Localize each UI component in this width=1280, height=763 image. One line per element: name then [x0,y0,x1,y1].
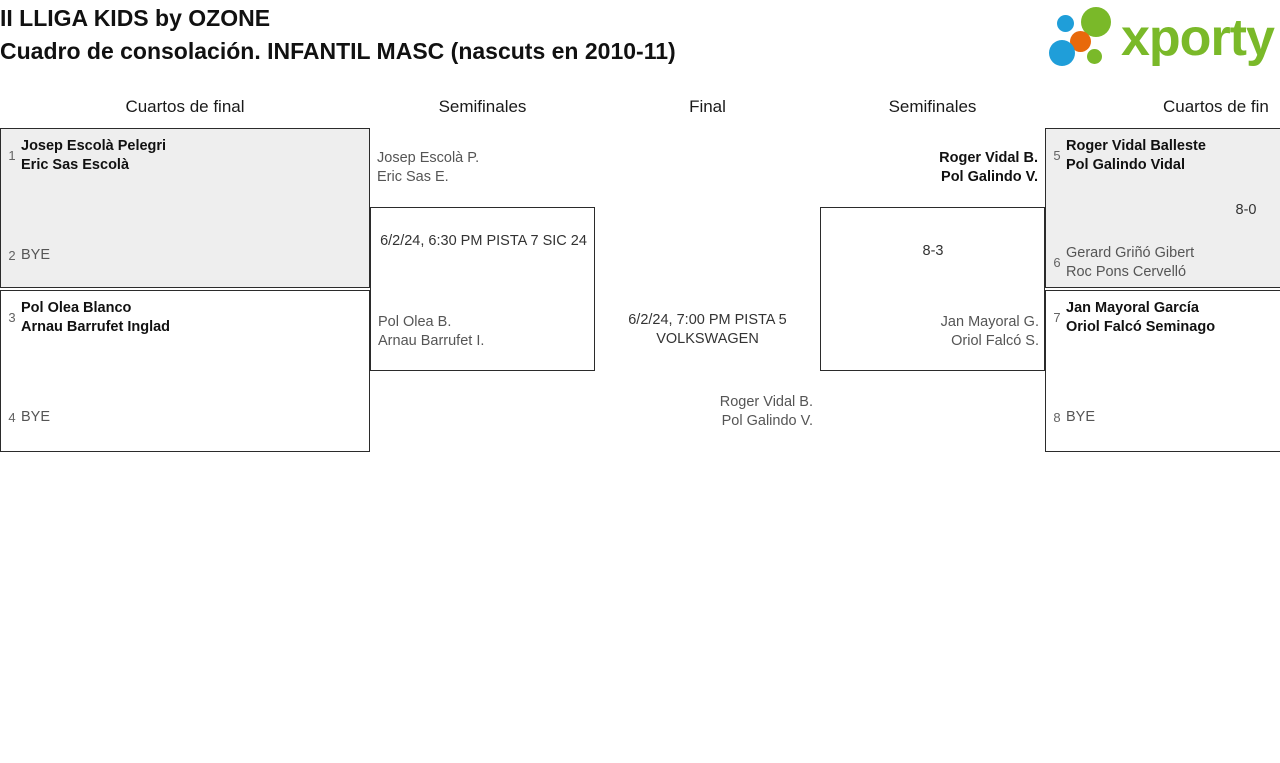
team-row-top[interactable]: 5 Roger Vidal Balleste Pol Galindo Vidal [1048,137,1206,175]
team-names: Josep Escolà Pelegri Eric Sas Escolà [21,138,167,173]
logo-wordmark: xporty [1121,9,1275,67]
seed-number: 4 [8,410,16,425]
team-row-bottom[interactable]: 4 BYE [3,408,50,427]
seed-number: 8 [1053,410,1061,425]
match-score-right-semifinal: 8-3 [922,243,944,259]
match-meta-final: 6/2/24, 7:00 PM PISTA 5 VOLKSWAGEN [628,312,787,347]
logo-dot-blue-medium [1057,15,1074,32]
logo-dot-green-small [1087,49,1102,64]
team-names: Pol Olea B. Arnau Barrufet I. [378,314,485,349]
seed-number: 2 [8,248,16,263]
match-box-left-semifinal[interactable]: 6/2/24, 6:30 PM PISTA 7 SIC 24 Pol Olea … [370,207,595,371]
team-names: Jan Mayoral García Oriol Falcó Seminago [1066,300,1216,335]
team-names: Josep Escolà P. Eric Sas E. [377,150,480,185]
round-header-right-semifinals: Semifinales [888,97,977,116]
match-score-right-qf-1: 8-0 [1235,202,1257,218]
logo-dot-blue-large [1049,40,1075,66]
team-row-top[interactable]: 1 Josep Escolà Pelegri Eric Sas Escolà [3,137,166,175]
team-names: Roger Vidal B. Pol Galindo V. [719,394,813,429]
match-label-left-sf-top: Josep Escolà P. Eric Sas E. [370,148,595,206]
round-header-left-semifinals: Semifinales [438,97,527,116]
team-names: BYE [1066,409,1096,425]
team-row-bottom[interactable]: 2 BYE [3,246,50,265]
team-row-bottom[interactable]: Jan Mayoral G. Oriol Falcó S. [821,313,1039,351]
team-row-final-winner[interactable]: Roger Vidal B. Pol Galindo V. [595,393,813,431]
seed-number: 6 [1053,255,1061,270]
page-header: II LLIGA KIDS by OZONE Cuadro de consola… [0,0,1280,78]
team-names: Pol Olea Blanco Arnau Barrufet Inglad [21,300,171,335]
round-header-right-quarterfinals: Cuartos de fin [1163,97,1269,116]
seed-number: 3 [8,310,16,325]
match-meta-left-semifinal: 6/2/24, 6:30 PM PISTA 7 SIC 24 [380,233,587,249]
seed-number: 7 [1053,310,1061,325]
team-names: Roger Vidal B. Pol Galindo V. [939,150,1038,185]
tournament-name: II LLIGA KIDS by OZONE [0,5,271,31]
logo-dots-icon [1045,5,1117,69]
team-row-bottom[interactable]: 8 BYE [1048,408,1095,427]
team-row-top[interactable]: 7 Jan Mayoral García Oriol Falcó Seminag… [1048,299,1215,337]
match-label-right-sf-top: Roger Vidal B. Pol Galindo V. [820,148,1045,206]
match-box-right-qf-2[interactable]: 7 Jan Mayoral García Oriol Falcó Seminag… [1045,290,1280,452]
match-box-right-qf-1[interactable]: 5 Roger Vidal Balleste Pol Galindo Vidal… [1045,128,1280,288]
team-row-top[interactable]: Josep Escolà P. Eric Sas E. [377,149,479,187]
bracket-subtitle: Cuadro de consolación. INFANTIL MASC (na… [0,38,676,64]
round-header-left-quarterfinals: Cuartos de final [125,97,245,116]
team-row-top[interactable]: Roger Vidal B. Pol Galindo V. [820,149,1038,187]
match-box-left-qf-1[interactable]: 1 Josep Escolà Pelegri Eric Sas Escolà 2… [0,128,370,288]
team-names: BYE [21,247,51,263]
team-row-bottom[interactable]: Pol Olea B. Arnau Barrufet I. [378,313,484,351]
page-title: II LLIGA KIDS by OZONE Cuadro de consola… [0,2,676,68]
round-header-final: Final [689,97,726,116]
seed-number: 5 [1053,148,1061,163]
logo-dot-orange [1070,31,1091,52]
match-box-left-qf-2[interactable]: 3 Pol Olea Blanco Arnau Barrufet Inglad … [0,290,370,452]
team-row-top[interactable]: 3 Pol Olea Blanco Arnau Barrufet Inglad [3,299,170,337]
team-names: BYE [21,409,51,425]
match-box-right-semifinal[interactable]: 8-3 Jan Mayoral G. Oriol Falcó S. [820,207,1045,371]
xporty-logo[interactable]: xporty [1045,2,1277,72]
team-names: Gerard Griñó Gibert Roc Pons Cervelló [1066,245,1195,280]
team-names: Roger Vidal Balleste Pol Galindo Vidal [1066,138,1206,173]
team-row-bottom[interactable]: 6 Gerard Griñó Gibert Roc Pons Cervelló [1048,244,1194,282]
team-names: Jan Mayoral G. Oriol Falcó S. [940,314,1039,349]
match-box-final[interactable]: 6/2/24, 7:00 PM PISTA 5 VOLKSWAGEN Roger… [595,300,820,440]
seed-number: 1 [8,148,16,163]
